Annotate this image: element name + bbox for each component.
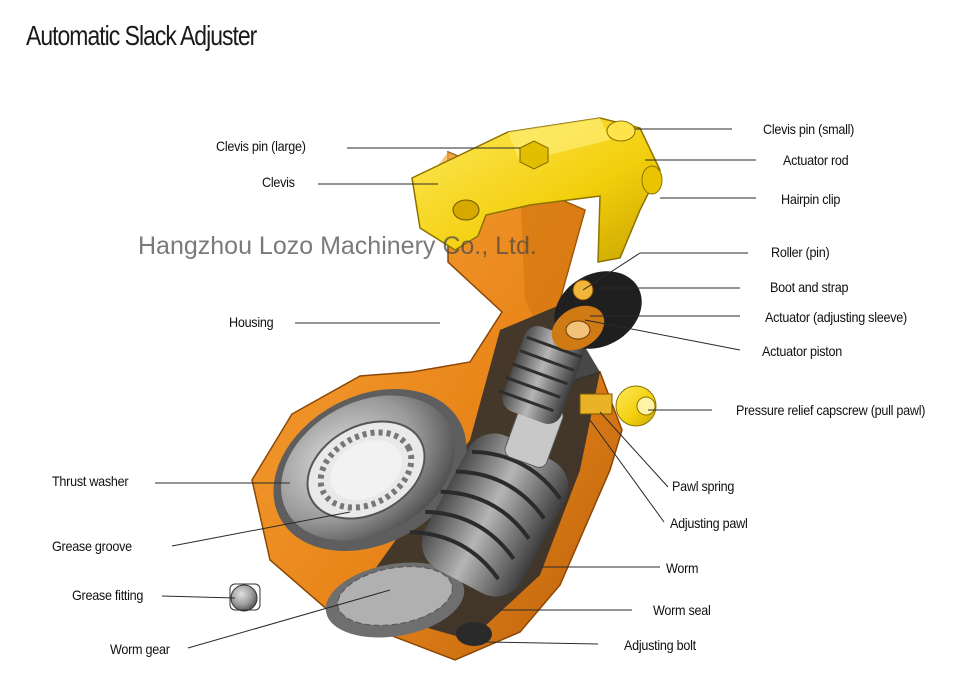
thrust-washer-gear	[273, 388, 467, 552]
label-pressure-relief-capscrew: Pressure relief capscrew (pull pawl)	[736, 402, 926, 418]
capscrew-shape	[579, 385, 657, 427]
label-adjusting-pawl: Adjusting pawl	[670, 515, 748, 531]
label-actuator-rod: Actuator rod	[783, 152, 849, 168]
label-roller-pin: Roller (pin)	[771, 244, 830, 260]
label-hairpin-clip: Hairpin clip	[781, 191, 841, 207]
clevis-shape	[411, 117, 663, 263]
label-worm: Worm	[666, 560, 699, 576]
leader-lines	[155, 128, 756, 649]
adjusting-bolt-shape	[456, 622, 492, 646]
label-housing: Housing	[229, 314, 274, 330]
label-thrust-washer: Thrust washer	[52, 473, 129, 489]
label-grease-fitting: Grease fitting	[72, 587, 144, 603]
label-clevis-pin-large: Clevis pin (large)	[216, 138, 306, 154]
label-grease-groove: Grease groove	[52, 538, 132, 554]
label-actuator-piston: Actuator piston	[762, 343, 843, 359]
worm-gear-shape	[325, 562, 465, 638]
worm-shape	[409, 433, 569, 597]
label-clevis: Clevis	[262, 174, 295, 190]
label-worm-seal: Worm seal	[653, 602, 711, 618]
label-actuator-adjusting-sleeve: Actuator (adjusting sleeve)	[765, 309, 907, 325]
label-worm-gear: Worm gear	[110, 641, 170, 657]
label-adjusting-bolt: Adjusting bolt	[624, 637, 696, 653]
diagram-title: Automatic Slack Adjuster	[26, 20, 257, 51]
watermark-text: Hangzhou Lozo Machinery Co., Ltd.	[138, 232, 537, 260]
label-clevis-pin-small: Clevis pin (small)	[763, 121, 855, 137]
label-boot-and-strap: Boot and strap	[770, 279, 849, 295]
label-pawl-spring: Pawl spring	[672, 478, 735, 494]
actuator-piston-shape	[498, 326, 584, 424]
